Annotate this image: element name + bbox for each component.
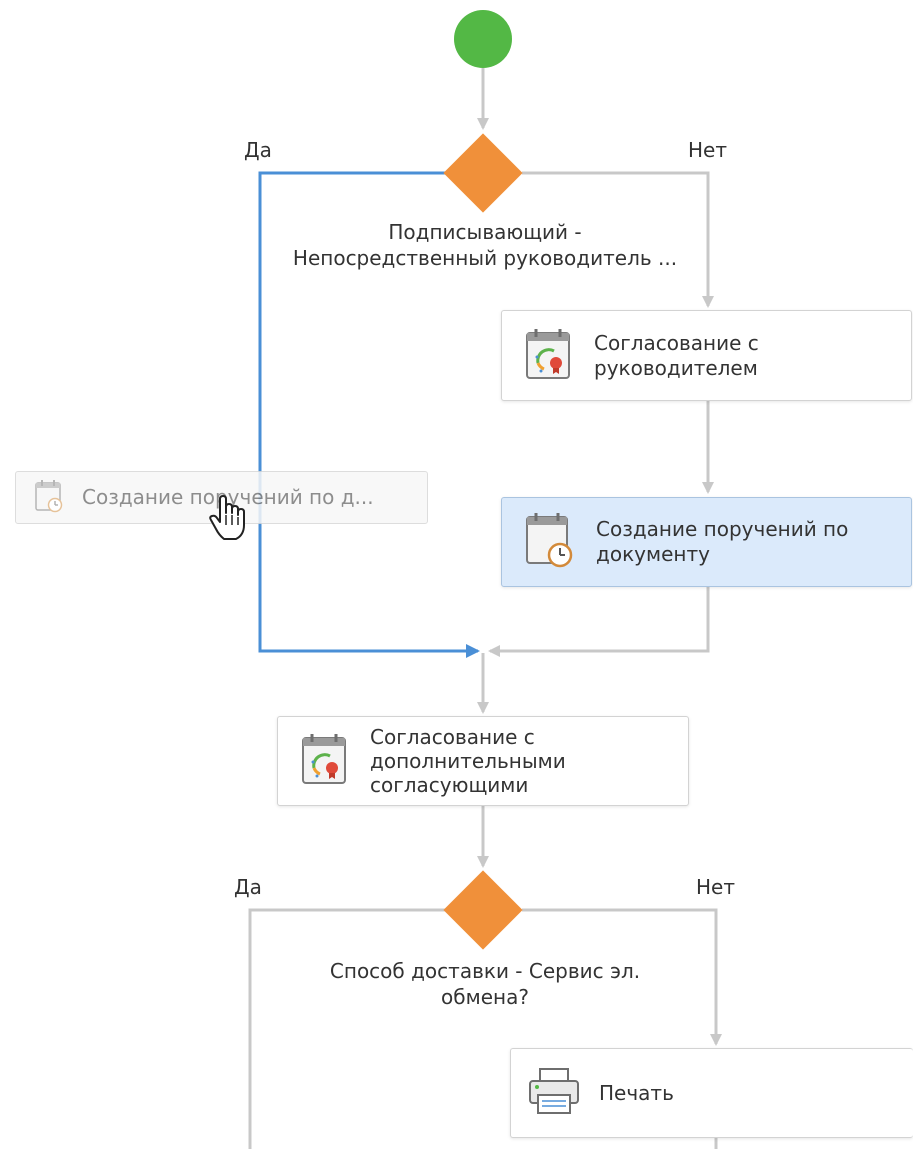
task-approval-manager-line-1: Согласование с (594, 330, 759, 355)
decision-2-condition-line-2: обмена? (441, 985, 529, 1009)
decision-1-condition: Подписывающий - Непосредственный руковод… (270, 219, 700, 271)
task-approval-additional-line-2: дополнительными (370, 749, 566, 773)
decision-1-no-label: Нет (688, 138, 727, 162)
task-approval-additional[interactable]: Согласование с дополнительными согласующ… (277, 716, 689, 806)
task-approval-manager-line-2: руководителем (594, 355, 758, 380)
task-approval-manager[interactable]: Согласование с руководителем (501, 310, 912, 401)
approval-icon (524, 327, 572, 385)
connector-create-merge (488, 587, 710, 657)
calendar-clock-icon (524, 511, 574, 573)
connector-no-branch-2 (522, 908, 722, 1046)
task-create-assignments-line-1: Создание поручений по (596, 517, 849, 541)
start-event[interactable] (454, 10, 512, 68)
task-print[interactable]: Печать (510, 1048, 913, 1138)
hand-cursor-icon (208, 495, 246, 545)
decision-1-condition-line-1: Подписывающий - (388, 220, 582, 244)
task-approval-additional-line-3: согласующими (370, 773, 529, 797)
printer-icon (527, 1066, 581, 1120)
task-print-label: Печать (599, 1080, 674, 1105)
calendar-clock-icon (34, 479, 64, 517)
task-approval-additional-label: Согласование с дополнительными согласующ… (370, 725, 566, 797)
decision-1-condition-line-2: Непосредственный руководитель ... (292, 246, 678, 270)
connector-yes-branch-2 (248, 908, 445, 1149)
decision-1-yes-label: Да (244, 138, 272, 162)
decision-2-no-label: Нет (696, 875, 735, 899)
task-create-assignments-line-2: документу (596, 542, 710, 566)
task-create-assignments[interactable]: Создание поручений по документу (501, 497, 912, 587)
decision-2-condition: Способ доставки - Сервис эл. обмена? (290, 958, 680, 1010)
connector-yes-branch-1[interactable] (258, 171, 480, 658)
task-approval-additional-line-1: Согласование с (370, 725, 535, 749)
approval-icon (300, 732, 348, 790)
task-approval-manager-label: Согласование с руководителем (594, 331, 759, 381)
decision-2-yes-label: Да (234, 875, 262, 899)
decision-2-condition-line-1: Способ доставки - Сервис эл. (329, 959, 641, 983)
task-create-assignments-label: Создание поручений по документу (596, 517, 848, 567)
connector-no-branch-1 (522, 171, 714, 308)
